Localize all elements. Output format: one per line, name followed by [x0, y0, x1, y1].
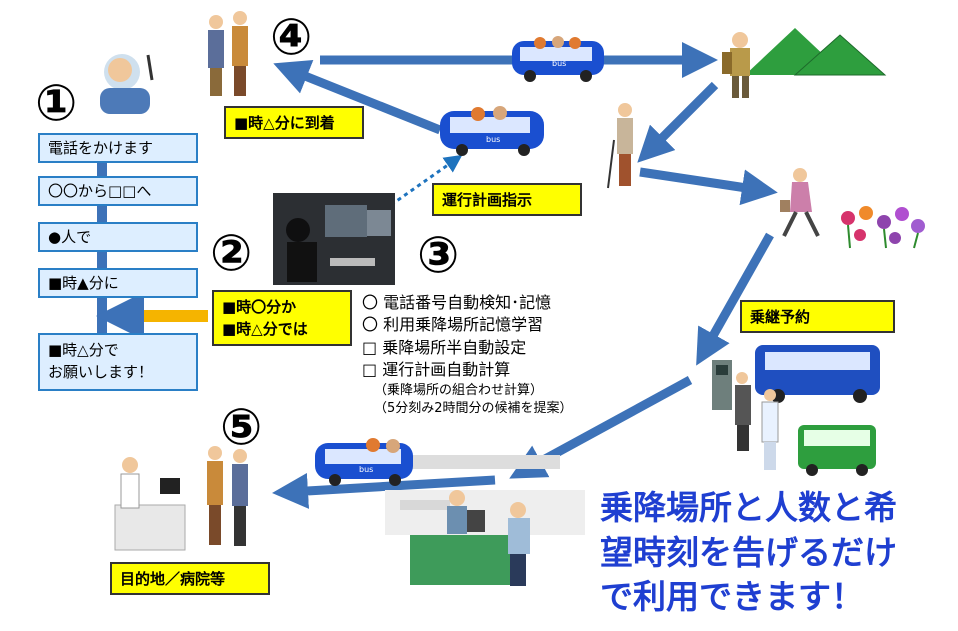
arrow-to-transfer	[696, 232, 774, 366]
destination-couple-icon	[207, 446, 248, 546]
flowers-icon	[841, 206, 925, 249]
elderly-walker-icon	[607, 103, 633, 189]
woman-walking-icon	[780, 168, 820, 237]
transfer-bus-icon	[755, 345, 880, 403]
step-number-1: ①	[35, 74, 78, 132]
feature-item: □ 乗降場所半自動設定	[362, 337, 527, 357]
system-features: 〇 電話番号自動検知･記憶 〇 利用乗降場所記憶学習 □ 乗降場所半自動設定 □…	[362, 292, 573, 418]
bus-bottom: bus	[313, 435, 418, 490]
station-roof	[380, 455, 560, 469]
transfer-label: 乗継予約	[740, 300, 895, 333]
request-step-final: ■時△分で お願いします！	[38, 333, 198, 391]
travelers-icon	[735, 372, 779, 470]
ticket-machine-icon	[712, 360, 732, 410]
feature-item: 〇 電話番号自動検知･記憶	[362, 293, 552, 312]
step-number-2: ②	[210, 224, 253, 282]
request-step: 電話をかけます	[38, 133, 198, 163]
request-step: ●人で	[38, 222, 198, 252]
request-step: ■時▲分に	[38, 268, 198, 298]
slogan: 乗降場所と人数と希 望時刻を告げるだけ で利用できます！	[600, 486, 940, 620]
request-step: 〇〇から□□へ	[38, 176, 198, 206]
bus-middle-text: bus	[486, 135, 501, 144]
arrow-hiker-to-elder	[637, 81, 719, 163]
request-final-line: お願いします！	[48, 363, 154, 381]
slogan-line: 望時刻を告げるだけ	[600, 532, 897, 572]
feature-note: （乗降場所の組合わせ計算）	[374, 382, 544, 398]
elderly-couple-icon	[208, 11, 248, 96]
destination-label: 目的地／病院等	[110, 562, 270, 595]
arrow-to-woman	[639, 167, 778, 206]
station-counter-icon	[385, 490, 585, 586]
step-number-5: ⑤	[220, 398, 263, 456]
arrival-label: ■時△分に到着	[224, 106, 364, 139]
bus-middle: bus	[438, 103, 550, 158]
request-final-line: ■時△分で	[48, 341, 119, 359]
operator-photo	[273, 193, 395, 285]
arrow-to-arrival	[273, 59, 442, 135]
dispatch-label: 運行計画指示	[432, 183, 582, 216]
step-number-3: ③	[417, 226, 460, 284]
hiker-icon	[722, 32, 750, 98]
feature-note: （5分刻み2時間分の候補を提案）	[374, 400, 573, 416]
green-bus-icon	[798, 425, 876, 476]
slogan-line: 乗降場所と人数と希	[600, 488, 897, 527]
mountain-icon	[745, 28, 887, 76]
operator-reply-box: ■時〇分か ■時△分では	[212, 290, 352, 346]
bus-top-text: bus	[552, 59, 567, 68]
arrow-to-destination	[272, 472, 496, 509]
slogan-line: で利用できます！	[600, 577, 864, 617]
bus-top: bus	[510, 33, 610, 83]
feature-item: 〇 利用乗降場所記憶学習	[362, 315, 544, 335]
phone-caller-icon	[100, 54, 154, 114]
reply-line: ■時△分では	[222, 320, 308, 338]
feature-item: □ 運行計画自動計算	[362, 360, 511, 380]
hospital-reception-icon	[114, 457, 186, 551]
bus-bottom-text: bus	[359, 465, 374, 474]
step-number-4: ④	[270, 8, 313, 66]
reply-line: ■時〇分か	[222, 298, 297, 316]
